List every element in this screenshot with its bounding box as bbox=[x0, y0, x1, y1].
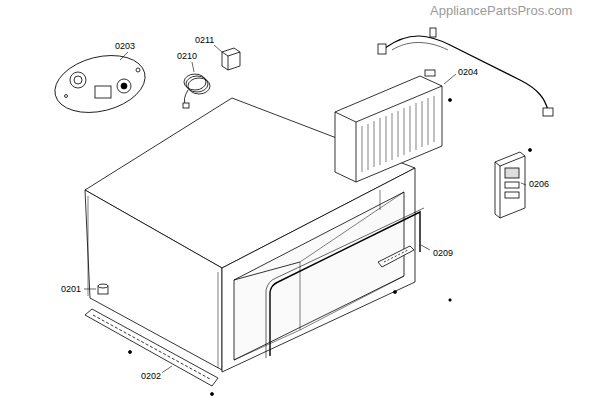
callout-number: 0210 bbox=[176, 52, 198, 61]
callout-number: 0209 bbox=[432, 249, 454, 258]
watermark: AppliancePartsPros.com bbox=[430, 4, 572, 17]
callout-number: 0202 bbox=[140, 372, 162, 381]
callout-number: 0203 bbox=[114, 42, 136, 51]
callout-number: 0201 bbox=[60, 285, 82, 294]
callout-number: 0204 bbox=[457, 68, 479, 77]
callout-number: 0211 bbox=[194, 36, 215, 45]
callout-number: 0206 bbox=[528, 180, 550, 189]
